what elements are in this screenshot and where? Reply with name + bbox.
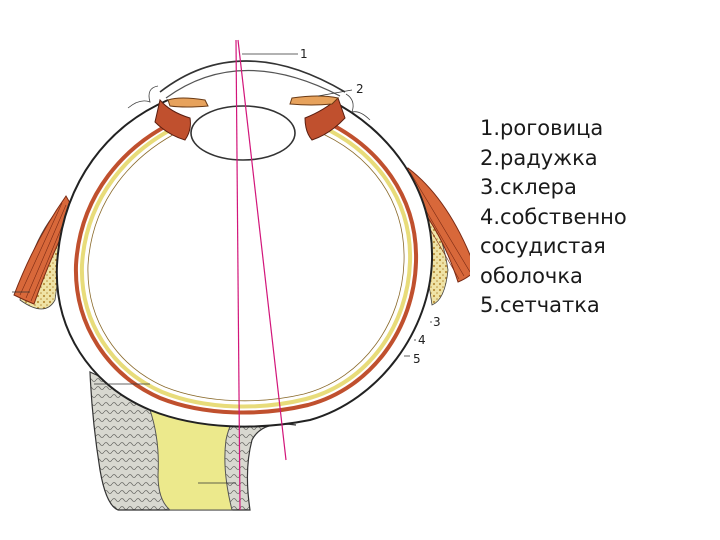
iris-left <box>167 97 209 108</box>
optical-axis-line <box>235 39 241 511</box>
sclera-outer <box>55 99 434 428</box>
legend-line-retina: 5.сетчатка <box>480 293 600 317</box>
callout-3: 3 <box>433 315 441 329</box>
cornea-inner <box>165 69 341 99</box>
eye-anatomy-diagram <box>12 39 470 511</box>
ciliary-body-left <box>154 98 191 141</box>
lens <box>190 105 296 161</box>
left-extraocular-muscle <box>13 195 75 305</box>
legend: 1.роговица 2.радужка 3.склера 4.собствен… <box>480 114 716 321</box>
legend-line-cornea: 1.роговица <box>480 116 604 140</box>
conjunctiva-left <box>127 85 159 109</box>
legend-line-choroid-2: сосудистая <box>480 234 606 258</box>
retina-inner-edge <box>87 129 405 402</box>
cornea-outer <box>159 60 346 93</box>
callout-5: 5 <box>413 352 421 366</box>
legend-line-sclera: 3.склера <box>480 175 577 199</box>
callout-2: 2 <box>356 82 364 96</box>
legend-line-choroid-1: 4.собственно <box>480 204 627 229</box>
callout-4: 4 <box>418 333 426 347</box>
retina-layer <box>79 122 413 409</box>
iris-right <box>289 95 339 106</box>
conjunctiva-right <box>345 93 371 121</box>
ciliary-body-right <box>304 97 346 141</box>
callout-1: 1 <box>300 47 308 61</box>
legend-line-iris: 2.радужка <box>480 145 598 170</box>
legend-line-choroid-3: оболочка <box>480 263 583 288</box>
callout-line-2 <box>317 89 353 97</box>
visual-axis-line <box>237 39 287 461</box>
